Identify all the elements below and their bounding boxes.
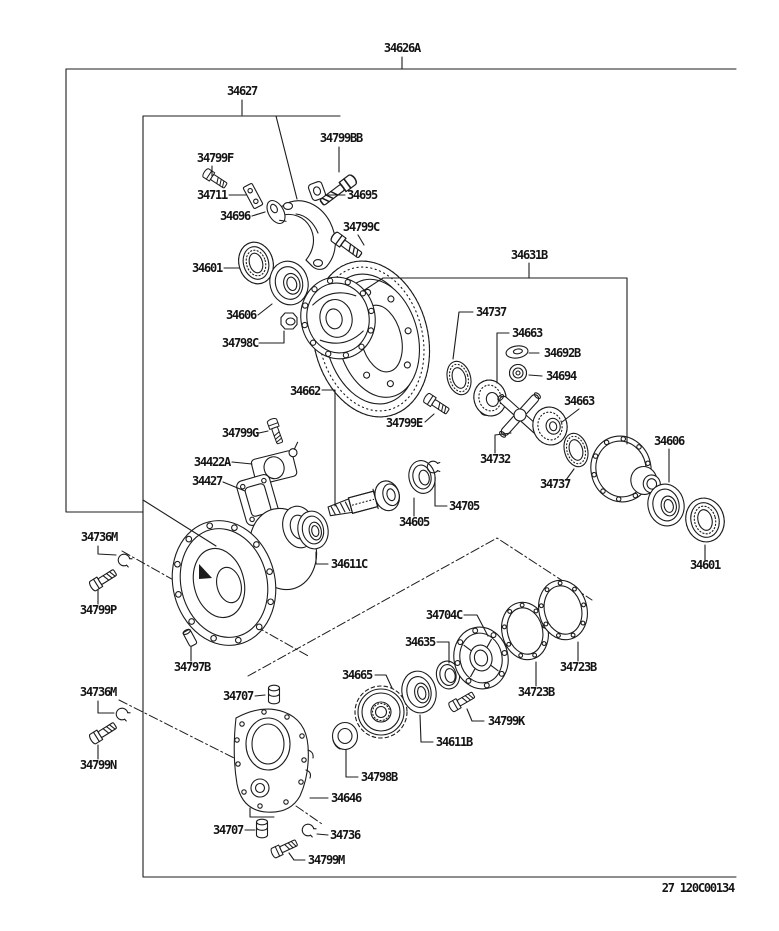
diagram-code: 27 120C00134: [662, 881, 735, 895]
part-label-34696: 34696: [220, 209, 251, 223]
part-34606-rear-bearing-drawing: [647, 483, 685, 527]
part-34723B-gasket-outer-drawing: [538, 579, 588, 641]
part-34627-bearing-cap-drawing: [278, 200, 336, 270]
part-label-34646: 34646: [331, 791, 362, 805]
part-label-34736: 34736: [330, 828, 361, 842]
part-34799P-bolt-drawing: [87, 567, 119, 593]
part-label-34665: 34665: [342, 668, 373, 682]
part-34799F-bolt-drawing: [201, 167, 229, 191]
part-34799E-bolt-drawing: [421, 391, 452, 417]
part-number-labels: 34626A 34627 34799BB 34799F 34711 34696 …: [80, 41, 736, 895]
part-34692B-washer-drawing: [505, 345, 529, 359]
part-label-34736M-lower: 34736M: [80, 685, 117, 699]
part-label-34635: 34635: [405, 635, 436, 649]
part-34711-lock-plate-drawing: [242, 183, 264, 209]
part-label-34422A: 34422A: [194, 455, 232, 469]
part-label-34606-rear: 34606: [654, 434, 685, 448]
part-34606-front-bearing-drawing: [269, 260, 309, 306]
part-label-34605: 34605: [399, 515, 430, 529]
part-34601-front-spline-ring-drawing: [238, 241, 274, 285]
part-34736M-snap-ring-lower-drawing: [113, 705, 132, 723]
part-label-34663-right: 34663: [564, 394, 595, 408]
part-34799G-bolt-drawing: [266, 416, 286, 446]
part-drive-pinion-drawing: [327, 480, 400, 517]
part-label-34799G: 34799G: [222, 426, 259, 440]
part-label-34705: 34705: [449, 499, 480, 513]
part-label-34736M-upper: 34736M: [81, 530, 118, 544]
part-34737-thrust-washer-left-drawing: [446, 360, 472, 396]
part-label-34737-right: 34737: [540, 477, 571, 491]
part-label-34799M: 34799M: [308, 853, 345, 867]
part-label-34611C: 34611C: [331, 557, 368, 571]
part-label-34797B: 34797B: [174, 660, 211, 674]
part-label-34711: 34711: [197, 188, 228, 202]
part-label-34732: 34732: [480, 452, 511, 466]
part-label-34798B: 34798B: [361, 770, 398, 784]
part-34736M-snap-ring-upper-drawing: [115, 551, 134, 569]
part-label-34799K: 34799K: [488, 714, 526, 728]
part-differential-case-right-drawing: [590, 435, 661, 503]
part-label-34799E: 34799E: [386, 416, 423, 430]
part-34695-keeper-drawing: [307, 181, 327, 201]
part-differential-case-left-drawing: [300, 276, 376, 360]
part-34635-sleeve-drawing: [435, 660, 461, 690]
part-34707-plug-upper-drawing: [267, 684, 281, 705]
assembly-frame-lines: [65, 68, 737, 878]
part-34732-spider-shaft-drawing: [497, 392, 543, 438]
part-label-34799C: 34799C: [343, 220, 380, 234]
part-label-34723B-outer: 34723B: [560, 660, 597, 674]
part-label-34626A: 34626A: [384, 41, 422, 55]
part-label-34707-lower: 34707: [213, 823, 244, 837]
part-label-34799P: 34799P: [80, 603, 117, 617]
part-label-34692B: 34692B: [544, 346, 581, 360]
part-34737-thrust-washer-right-drawing: [563, 432, 589, 468]
part-label-34662: 34662: [290, 384, 321, 398]
part-34798B-bushing-drawing: [331, 721, 359, 751]
part-34798C-nut-drawing: [280, 312, 298, 330]
part-34646-rear-cover-drawing: [233, 708, 314, 818]
part-label-34606-front: 34606: [226, 308, 257, 322]
part-label-34663-left: 34663: [512, 326, 543, 340]
part-34799N-bolt-drawing: [87, 720, 119, 746]
part-34696-plate-washer-drawing: [266, 199, 287, 225]
part-34704C-case-drawing: [453, 626, 509, 690]
part-label-34799BB: 34799BB: [320, 131, 363, 145]
part-drawings: [87, 167, 725, 860]
part-34611B-bearing-drawing: [401, 670, 437, 714]
part-34736-snap-ring-drawing: [299, 821, 318, 839]
leader-lines: [97, 56, 706, 861]
part-label-34631B: 34631B: [511, 248, 548, 262]
part-34665-pump-gear-drawing: [354, 685, 408, 739]
part-label-34723B-inner: 34723B: [518, 685, 555, 699]
part-label-34798C: 34798C: [222, 336, 259, 350]
part-label-34737-left: 34737: [476, 305, 507, 319]
part-label-34427: 34427: [192, 474, 223, 488]
part-label-34799N: 34799N: [80, 758, 117, 772]
part-label-34799F: 34799F: [197, 151, 234, 165]
part-label-34601-rear: 34601: [690, 558, 721, 572]
part-label-34695: 34695: [347, 188, 378, 202]
part-34663-side-gear-left-drawing: [473, 379, 507, 417]
part-label-34601-front: 34601: [192, 261, 223, 275]
part-label-34611B: 34611B: [436, 735, 473, 749]
part-34799K-bolt-drawing: [447, 689, 477, 714]
part-34601-rear-spline-ring-drawing: [685, 497, 725, 543]
part-label-34707-upper: 34707: [223, 689, 254, 703]
part-label-34704C: 34704C: [426, 608, 463, 622]
part-34611C-bearing-drawing: [297, 510, 329, 550]
part-34694-pinion-gear-drawing: [508, 363, 528, 383]
part-34797B-pin-drawing: [182, 628, 198, 647]
part-label-34694: 34694: [546, 369, 577, 383]
part-34799M-bolt-drawing: [269, 837, 300, 860]
part-label-34627: 34627: [227, 84, 258, 98]
part-34707-plug-lower-drawing: [255, 818, 269, 839]
part-34663-side-gear-right-drawing: [532, 406, 568, 446]
part-34605-bearing-drawing: [408, 460, 436, 494]
